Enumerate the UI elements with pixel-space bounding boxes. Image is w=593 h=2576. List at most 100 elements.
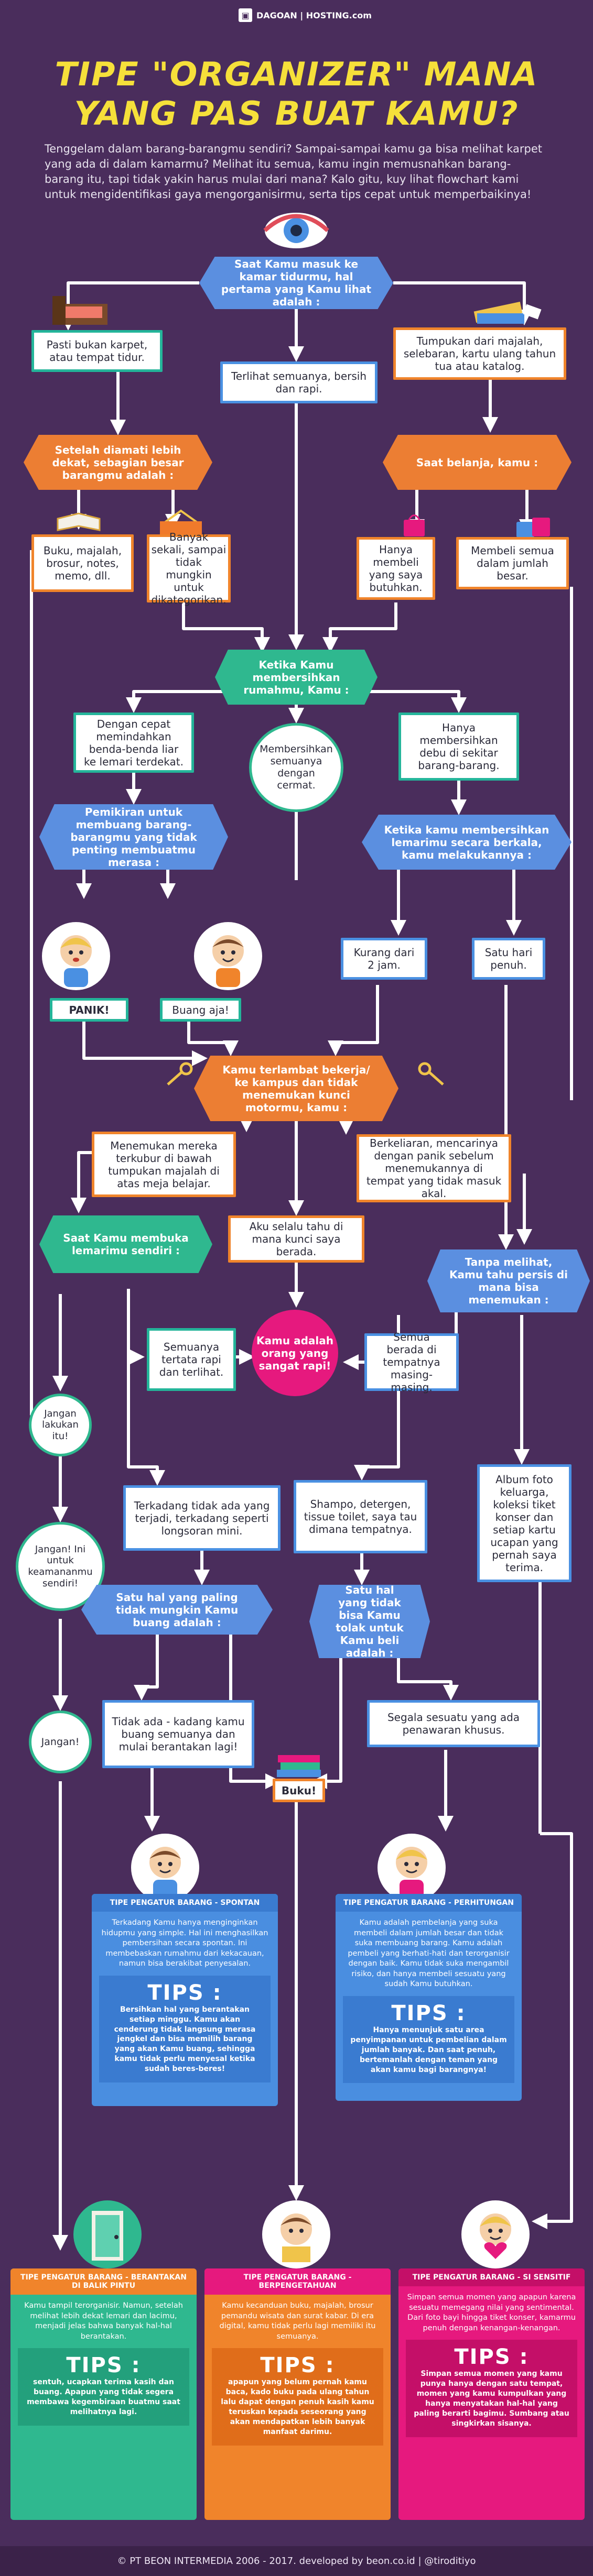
type-card-balik-pintu: TIPE PENGATUR BARANG - BERANTAKAN DI BAL… [10,2268,197,2520]
answer-no-throw: Tidak ada - kadang kamu buang semuanya d… [102,1700,254,1768]
arrow-panic-late [82,1016,208,1066]
arrow-need-clean [322,602,397,653]
arrow-clean-quick [126,690,236,713]
answer-neat: Terlihat semuanya, bersih dan rapi. [220,361,378,403]
door-icon [92,2211,123,2261]
shopping-question: Saat belanja, kamu : [383,435,572,490]
footer: © PT BEON INTERMEDIA 2006 - 2017. develo… [0,2546,593,2576]
arrow-open-sometimes [127,1299,165,1486]
type-card-berpengetahuan: TIPE PENGATUR BARANG - BERPENGETAHUAN Ka… [204,2268,391,2520]
warning-dont: Jangan! [29,1711,92,1773]
type-berpengetahuan-heading: TIPE PENGATUR BARANG - BERPENGETAHUAN [204,2268,391,2295]
avatar-type-perhitungan [378,1834,446,1902]
answer-book: Buku! [273,1779,325,1802]
girl-heart-icon [480,2213,511,2259]
logo-text: DAGOAN | HOSTING.com [256,10,372,20]
title-line-2: YANG PAS BUAT KAMU? [74,94,519,133]
type-balik-pintu-tips: sentuh, ucapkan terima kasih dan buang. … [27,2378,180,2416]
open-wardrobe-question: Saat Kamu membuka lemarimu sendiri : [39,1215,212,1273]
closer-look-question: Setelah diamati lebih dekat, sebagian be… [24,435,212,490]
type-sensitif-tips: Simpan semua momen yang kamu punya hanya… [414,2370,569,2428]
type-sensitif-desc: Simpan semua momen yang apapun karena se… [407,2293,576,2332]
type-balik-pintu-tips-label: TIPS : [66,2353,141,2378]
answer-many-things: Banyak sekali, sampai tidak mungkin untu… [147,531,231,606]
answer-all-places: Semua berada di tempatnya masing-masing. [364,1331,459,1394]
eye-icon [263,213,329,248]
answer-shampoo: Shampo, detergen, tissue toilet, saya ta… [294,1480,427,1553]
type-perhitungan-tips-label: TIPS : [391,2001,466,2025]
warning-safety: Jangan! Ini untuk keamananmu sendiri! [16,1522,105,1611]
avatar-type-sensitif [461,2200,530,2268]
answer-clean-all: Membersihkan semuanya dengan cermat. [249,723,343,812]
answer-one-day: Satu hari penuh. [472,938,545,980]
type-berpengetahuan-desc: Kamu kecanduan buku, majalah, brosur pem… [219,2301,376,2341]
logo-icon: ▣ [239,8,252,22]
type-sensitif-heading: TIPE PENGATUR BARANG - SI SENSITIF [398,2268,585,2286]
answer-special-offer: Segala sesuatu yang ada penawaran khusus… [367,1700,540,1747]
late-keys-question: Kamu terlambat bekerja/ ke kampus dan ti… [194,1056,398,1121]
bed-icon [52,296,107,325]
brand-logo: ▣ DAGOAN | HOSTING.com [239,7,372,23]
answer-all-neat: Semuanya tertata rapi dan terlihat. [147,1328,236,1391]
open-book-icon [57,512,101,531]
type-card-perhitungan: TIPE PENGATUR BARANG - PERHITUNGAN Kamu … [336,1894,522,2101]
arrow-many-clean [182,602,270,653]
answer-quick-clean: Dengan cepat memindahkan benda-benda lia… [73,712,194,773]
girl-shopping-icon [396,1847,427,1899]
intro-text: Tenggelam dalam barang-barangmu sendiri?… [45,142,543,201]
answer-books: Buku, majalah, brosur, notes, memo, dll. [31,534,134,592]
boy-spontan-icon [149,1847,181,1899]
arrow-album-card5 [532,1832,573,2229]
answer-carpet: Pasti bukan karpet, atau tempat tidur. [31,330,163,372]
arrow-open-allneat [127,1289,145,1365]
type-card-spontan: TIPE PENGATUR BARANG - SPONTAN Terkadang… [92,1894,278,2106]
shopping-bag-icon [404,514,425,536]
magazines-icon [473,301,542,324]
avatar-buang [194,922,262,990]
type-berpengetahuan-tips-label: TIPS : [260,2353,335,2378]
reader-icon [281,2213,312,2262]
cannot-refuse-question: Satu hal yang tidak bisa Kamu tolak untu… [309,1585,430,1658]
type-balik-pintu-heading: TIPE PENGATUR BARANG - BERANTAKAN DI BAL… [10,2268,197,2295]
answer-buy-lots: Membeli semua dalam jumlah besar. [456,537,569,589]
type-perhitungan-tips: Hanya menunjuk satu area penyimpanan unt… [350,2025,507,2074]
discard-thought-question: Pemikiran untuk membuang barang-barangmu… [39,804,228,870]
type-spontan-heading: TIPE PENGATUR BARANG - SPONTAN [92,1894,278,1912]
answer-clean-dust: Hanya membersihkan debu di sekitar baran… [398,712,519,781]
footer-text: © PT BEON INTERMEDIA 2006 - 2017. develo… [117,2556,476,2567]
without-looking-question: Tanpa melihat, Kamu tahu persis di mana … [427,1249,590,1312]
wardrobe-clean-question: Ketika kamu membersihkan lemarimu secara… [362,815,572,870]
clean-room-question: Ketika Kamu membersihkan rumahmu, Kamu : [215,650,378,705]
answer-sometimes: Terkadang tidak ada yang terjadi, terkad… [123,1485,281,1551]
arrow-without-shampoo [354,1315,400,1481]
result-very-neat: Kamu adalah orang yang sangat rapi! [252,1310,338,1396]
type-spontan-tips: Bersihkan hal yang berantakan setiap min… [114,2005,256,2074]
avatar-panic [42,922,110,990]
arrow-least-no [134,1635,159,1701]
type-perhitungan-desc: Kamu adalah pembelanja yang suka membeli… [348,1919,510,1989]
type-perhitungan-heading: TIPE PENGATUR BARANG - PERHITUNGAN [336,1894,522,1912]
warning-dont-do: Jangan lakukan itu! [29,1394,92,1456]
avatar-type-berpengetahuan [262,2200,330,2268]
arrow-start-pile [393,281,532,325]
arrow-buang-late [187,1016,239,1056]
arrow-least-book [229,1629,281,1789]
arrow-clean-dust [357,690,467,713]
answer-just-discard: Buang aja! [160,998,241,1022]
type-spontan-tips-label: TIPS : [147,1980,222,2005]
boy-happy-icon [196,924,261,989]
answer-pile: Tumpukan dari majalah, selebaran, kartu … [393,327,566,380]
avatar-type-balik-pintu [73,2200,142,2268]
answer-always-know: Aku selalu tahu di mana kunci saya berad… [228,1215,364,1263]
answer-panic: PANIK! [50,998,128,1022]
answer-album: Album foto keluarga, koleksi tiket konse… [477,1464,572,1582]
shopping-bags-icon [516,518,550,538]
books-stack-icon [277,1755,321,1777]
answer-less-2h: Kurang dari 2 jam. [341,938,427,980]
arrow-one-special [397,1656,459,1701]
type-berpengetahuan-tips: apapun yang belum pernah kamu baca, kado… [221,2378,374,2436]
answer-find-under: Menemukan mereka terkubur di bawah tumpu… [92,1132,236,1197]
least-discard-question: Satu hal yang paling tidak mungkin Kamu … [81,1585,273,1635]
